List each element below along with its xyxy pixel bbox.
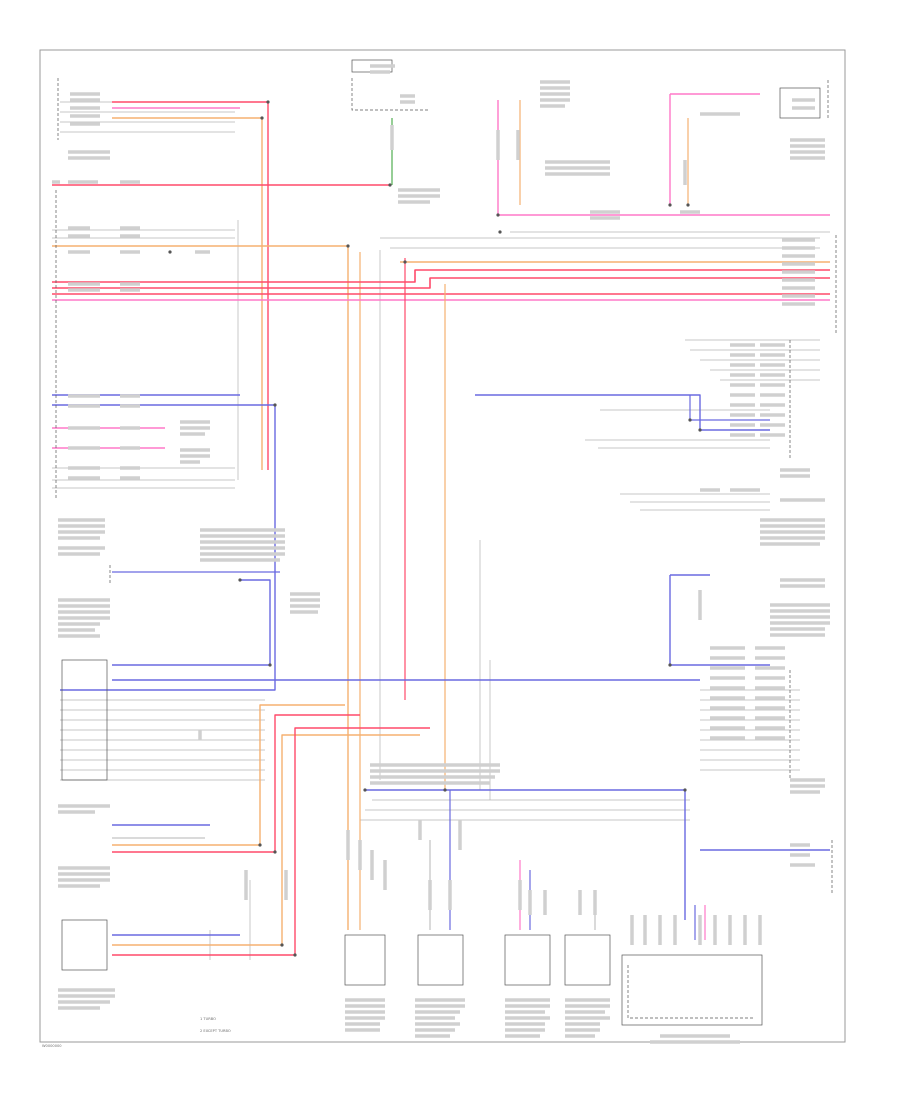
data-link-connector-box [621,954,763,1026]
wire-bus-red-2 [52,277,830,289]
module-box-4 [564,934,611,986]
module-box-bottom-left [61,919,108,971]
splice-dot-19 [683,788,687,792]
splice-dot-7 [496,213,500,217]
splice-dot-5 [168,250,172,254]
module-box-top-right [779,87,821,119]
wire-bl-orange-2 [112,734,420,946]
splice-dot-4 [346,244,350,248]
module-box-left [61,659,108,781]
splice-dot-18 [363,788,367,792]
legend: 1 TURBO 2 EXCEPT TURBO [200,1017,231,1033]
splice-dot-8 [668,203,672,207]
legend-item-1: 1 TURBO [200,1017,216,1021]
splice-dot-23 [293,953,297,957]
wire-bl-orange-1 [112,704,345,846]
wire-bus-red-1 [52,269,830,283]
splice-dot-14 [688,418,692,422]
splice-dot-1 [266,100,270,104]
splice-dot-12 [238,578,242,582]
wire-blue-2 [112,579,271,666]
splice-dot-16 [668,663,672,667]
data-link-connector-inner [627,965,755,1019]
wire-blue-right-3 [669,575,770,666]
module-box-1 [344,934,386,986]
fuse-panel-outline [351,78,430,111]
splice-dot-17 [443,788,447,792]
splice-dot-9 [686,203,690,207]
wire-bl-red-1 [112,714,360,853]
splice-dot-2 [260,116,264,120]
splice-dot-13 [268,663,272,667]
module-box-2 [417,934,464,986]
wire-c-red-1 [112,101,269,470]
module-box-3 [504,934,551,986]
splice-dot-15 [698,428,702,432]
wire-blue-right-1 [475,394,770,431]
wires-layer [52,93,830,960]
wire-bl-red-2 [112,727,430,956]
splice-dot-22 [280,943,284,947]
components-layer [55,59,837,1026]
diagram-frame [39,49,846,1043]
footer-code: W0000000 [42,1044,62,1048]
splice-dot-3 [388,183,392,187]
splice-dot-6 [403,260,407,264]
splice-dot-20 [258,843,262,847]
labels-layer [52,64,830,1044]
splice-dot-10 [498,230,502,234]
legend-item-2: 2 EXCEPT TURBO [200,1029,231,1033]
splice-dot-21 [273,850,277,854]
wire-orange-trunk-1 [52,245,349,930]
splice-dot-11 [273,403,277,407]
